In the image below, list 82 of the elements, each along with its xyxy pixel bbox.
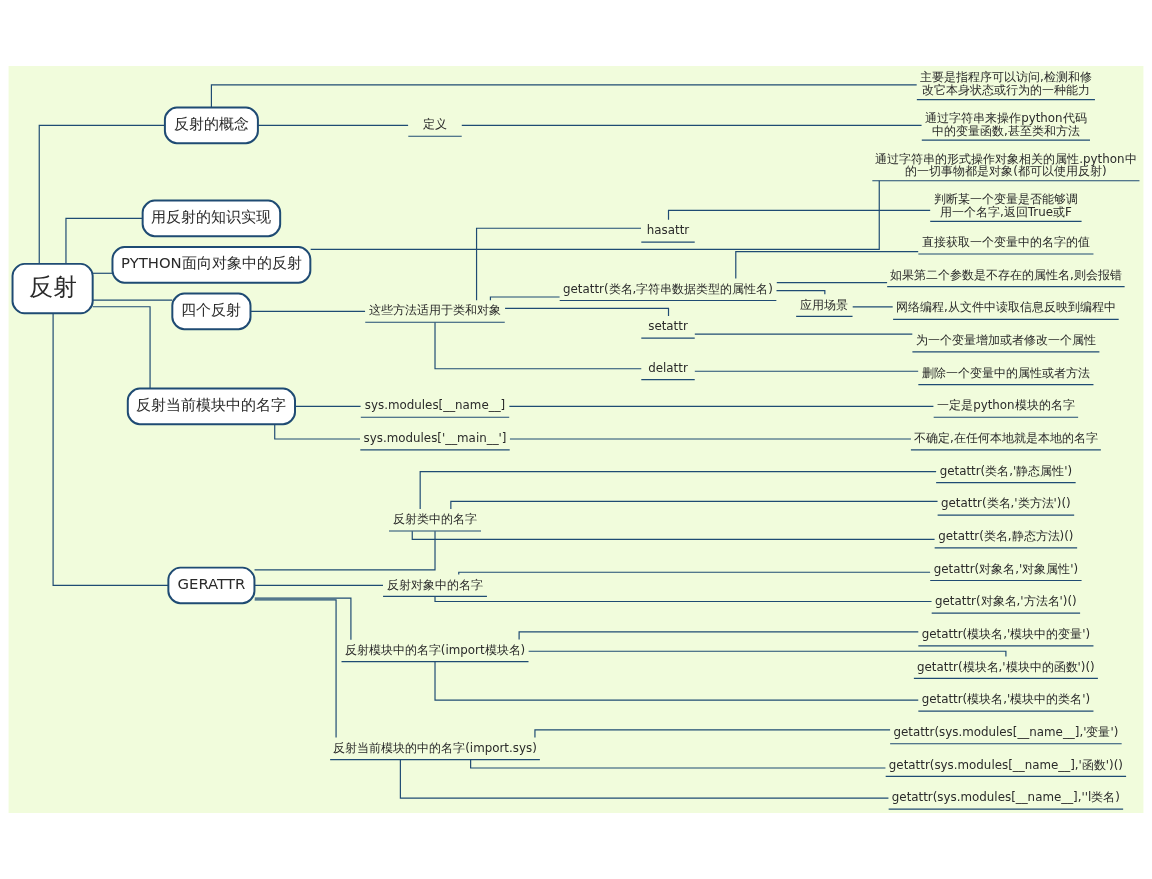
- node-text: 通过字符串来操作python代码中的变量函数,甚至类和方法: [925, 111, 1087, 138]
- node-box: PYTHON面向对象中的反射: [111, 246, 312, 284]
- node-text: sys.modules['__main__']: [363, 431, 507, 446]
- connector: [518, 631, 919, 641]
- connector: [735, 251, 919, 280]
- connector: [534, 729, 891, 739]
- node-text: 定义: [423, 117, 448, 132]
- connector: [253, 530, 436, 571]
- node-text: hasattr: [646, 223, 690, 238]
- node-text: 直接获取一个变量中的名字的值: [921, 235, 1090, 250]
- node-text: 一定是python模块的名字: [937, 398, 1075, 413]
- connector: [274, 423, 361, 440]
- connector: [419, 471, 937, 510]
- node-box: 反射: [11, 262, 94, 315]
- node-text: getattr(对象名,'对象属性'): [933, 561, 1079, 576]
- connector: [52, 312, 169, 587]
- node-text: 反射模块中的名字(import模块名): [344, 642, 526, 657]
- node-box: 用反射的知识实现: [141, 199, 282, 238]
- node-box: 反射的概念: [163, 106, 259, 145]
- node-text: 这些方法适用于类和对象: [369, 303, 502, 318]
- node-text: getattr(sys.modules[__name__],''l类名): [891, 790, 1120, 805]
- node-text: 为一个变量增加或者修改一个属性: [915, 333, 1096, 348]
- node-text: 网络编程,从文件中读取信息反映到编程中: [896, 300, 1116, 315]
- connector: [470, 759, 887, 769]
- connector: [210, 84, 918, 109]
- connector: [257, 124, 409, 126]
- node-text: getattr(类名,字符串数据类型的属性名): [563, 281, 773, 296]
- node-text: 判断某一个变量是否能够调用一个名字,返回True或F: [933, 192, 1078, 219]
- node-text: 通过字符串的形式操作对象相关的属性.python中的一切事物都是对象(都可以使用反射): [875, 151, 1137, 179]
- connector: [254, 597, 352, 641]
- connector: [852, 306, 894, 308]
- connector: [411, 530, 936, 541]
- connector: [461, 124, 923, 126]
- connector: [65, 217, 144, 265]
- node-text: 不确定,在任何本地就是本地的名字: [914, 431, 1098, 446]
- connector: [508, 405, 934, 407]
- connector: [253, 584, 384, 587]
- connector: [504, 307, 670, 317]
- node-text: 删除一个变量中的属性或者方法: [921, 365, 1090, 380]
- connector: [92, 272, 113, 274]
- node-text: getattr(类名,'类方法')(): [941, 496, 1071, 511]
- connector: [450, 500, 939, 510]
- node-text: 如果第二个参数是不存在的属性名,则会报错: [890, 267, 1122, 282]
- connector: [475, 227, 642, 301]
- connector: [399, 759, 889, 799]
- connector: [254, 599, 337, 739]
- connector: [294, 405, 362, 407]
- connector: [310, 180, 880, 250]
- node-text: delattr: [648, 360, 688, 375]
- connector: [92, 306, 151, 389]
- node-text: getattr(类名,'静态属性'): [939, 463, 1073, 478]
- connector: [458, 571, 931, 576]
- node-text: getattr(模块名,'模块中的变量'): [921, 626, 1091, 641]
- connector: [694, 333, 913, 335]
- node-box: 反射当前模块中的名字: [126, 387, 296, 426]
- node-text: 应用场景: [800, 297, 849, 312]
- connector: [489, 296, 561, 301]
- node-text: getattr(类名,静态方法)(): [938, 529, 1074, 544]
- connector: [92, 299, 173, 301]
- connector: [667, 209, 931, 221]
- node-text: getattr(模块名,'模块中的类名'): [921, 692, 1091, 707]
- node-text: 主要是指程序可以访问,检测和修改它本身状态或行为的一种能力: [920, 70, 1092, 98]
- connector: [775, 290, 826, 295]
- node-box: 四个反射: [171, 292, 252, 331]
- node-text: getattr(模块名,'模块中的函数')(): [917, 659, 1095, 674]
- connector: [694, 370, 919, 372]
- connector: [434, 321, 642, 370]
- connector: [528, 650, 1007, 657]
- node-text: 反射对象中的名字: [387, 577, 484, 592]
- connector: [434, 595, 933, 603]
- node-box: GERATTR: [167, 566, 256, 605]
- connector: [434, 661, 919, 701]
- node-text: 反射当前模块的中的名字(import.sys): [333, 740, 537, 755]
- node-text: 反射类中的名字: [393, 512, 478, 527]
- node-text: setattr: [648, 319, 688, 334]
- node-text: sys.modules[__name__]: [364, 398, 506, 413]
- node-text: getattr(对象名,'方法名')(): [935, 594, 1077, 609]
- node-text: getattr(sys.modules[__name__],'变量'): [893, 724, 1119, 739]
- connector: [38, 124, 166, 265]
- node-text: getattr(sys.modules[__name__],'函数')(): [888, 757, 1123, 772]
- connector: [250, 310, 366, 312]
- connector: [776, 282, 888, 284]
